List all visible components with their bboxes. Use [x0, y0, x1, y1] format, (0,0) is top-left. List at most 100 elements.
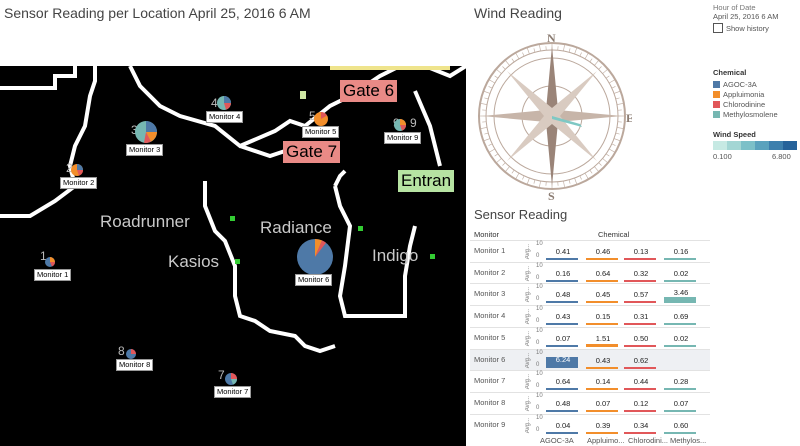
sensor-value: 0.14 — [595, 377, 611, 387]
sensor-bar[interactable] — [546, 323, 578, 326]
sensor-bar[interactable] — [664, 388, 696, 391]
sensor-value: 0.02 — [673, 333, 689, 343]
legend-swatch — [713, 100, 720, 108]
monitor-1-pie[interactable] — [44, 256, 56, 268]
sensor-value: 0.07 — [673, 398, 689, 408]
sensor-bar[interactable] — [586, 388, 618, 391]
sensor-bar[interactable] — [664, 323, 696, 326]
axis-label: Avg... — [525, 374, 531, 390]
monitor-5-pie[interactable] — [313, 111, 329, 127]
sensor-bar[interactable] — [586, 344, 618, 347]
sensor-value: 0.69 — [673, 312, 689, 322]
compass-s: S — [548, 189, 555, 200]
sensor-bar[interactable] — [664, 258, 696, 260]
sensor-bar[interactable] — [624, 409, 656, 412]
sensor-value: 0.43 — [595, 355, 611, 365]
sensor-bar[interactable] — [664, 344, 696, 347]
monitor-7-pie[interactable] — [224, 372, 238, 386]
sensor-bar[interactable] — [586, 409, 618, 412]
sensor-bar[interactable] — [586, 431, 618, 434]
sensor-bar[interactable] — [586, 301, 618, 304]
sensor-bar[interactable] — [664, 431, 696, 434]
monitor-6-pie[interactable] — [296, 238, 334, 276]
axis-label: Avg... — [525, 244, 531, 260]
sensor-bar[interactable] — [586, 323, 618, 326]
col-chlorodinine: Chlorodini... — [628, 436, 669, 445]
sensor-bar[interactable] — [664, 279, 696, 282]
sensor-bar[interactable] — [624, 279, 656, 282]
monitor-3-pie[interactable] — [134, 120, 158, 144]
filter-value: April 25, 2016 6 AM — [713, 12, 779, 21]
legend-item[interactable]: Appluimonia — [713, 89, 778, 99]
sensor-value: 0.60 — [673, 420, 689, 430]
sensor-bar[interactable] — [664, 297, 696, 304]
sensor-bar[interactable] — [546, 357, 578, 369]
axis-tick: 0 — [536, 404, 540, 411]
axis-tick: 10 — [536, 284, 543, 291]
monitor-5-number: 5 — [309, 109, 316, 123]
sensor-bar[interactable] — [546, 409, 578, 412]
legend-item[interactable]: Methylosmolene — [713, 109, 778, 119]
monitor-1-label: Monitor 1 — [34, 269, 72, 281]
sensor-bar[interactable] — [546, 279, 578, 282]
sensor-bar[interactable] — [624, 301, 656, 304]
monitor-5-label: Monitor 5 — [302, 126, 340, 138]
show-history-checkbox[interactable] — [713, 23, 723, 33]
monitor-2-pie[interactable] — [70, 163, 84, 177]
sensor-value: 0.39 — [595, 420, 611, 430]
sensor-value: 0.16 — [673, 247, 689, 256]
monitor-8-number: 8 — [118, 344, 125, 358]
sensor-bar[interactable] — [546, 301, 578, 304]
sensor-value: 0.16 — [555, 268, 571, 278]
axis-label: Avg... — [525, 287, 531, 303]
sensor-bar[interactable] — [546, 258, 578, 260]
legend-swatch — [713, 110, 720, 118]
sensor-bar[interactable] — [546, 344, 578, 347]
show-history-toggle[interactable]: Show history — [713, 23, 769, 33]
sensor-bar[interactable] — [624, 388, 656, 391]
axis-tick: 10 — [536, 414, 543, 421]
sensor-bar[interactable] — [586, 258, 618, 260]
factory-map[interactable]: Gate 6 Gate 7 Entran Roadrunner Radiance… — [0, 66, 466, 446]
monitor-2-number: 2 — [66, 161, 73, 175]
monitor-8-pie[interactable] — [125, 348, 137, 360]
sensor-value: 0.44 — [633, 377, 649, 387]
sensor-value: 0.07 — [555, 333, 571, 343]
monitor-9-pie[interactable] — [393, 118, 407, 132]
col-agoc: AGOC-3A — [540, 436, 574, 445]
sensor-value: 0.34 — [633, 420, 649, 430]
sensor-row-label: Monitor 7 — [474, 376, 506, 386]
sensor-bar[interactable] — [624, 258, 656, 260]
monitor-4-number: 4 — [211, 96, 218, 110]
region-kasios: Kasios — [168, 252, 220, 271]
sensor-bar[interactable] — [624, 344, 656, 347]
sensor-bar[interactable] — [586, 279, 618, 282]
sensor-bar[interactable] — [546, 431, 578, 434]
legend-label: Chlorodinine — [723, 99, 766, 109]
sensor-value: 0.07 — [595, 398, 611, 408]
sensor-bar[interactable] — [624, 323, 656, 326]
wind-speed-max: 6.800 — [772, 152, 791, 161]
wind-title: Wind Reading — [474, 5, 562, 21]
sensor-row-label: Monitor 8 — [474, 397, 506, 407]
sensor-value: 0.15 — [595, 312, 611, 322]
legend-item[interactable]: AGOC-3A — [713, 79, 778, 89]
sensor-bar[interactable] — [624, 366, 656, 369]
sensor-bar[interactable] — [546, 388, 578, 391]
sensor-bar[interactable] — [664, 409, 696, 412]
legend-item[interactable]: Chlorodinine — [713, 99, 778, 109]
axis-label: Avg... — [525, 417, 531, 433]
wind-compass: N E S — [478, 31, 632, 200]
sensor-bar[interactable] — [586, 366, 618, 369]
monitor-4-pie[interactable] — [216, 95, 232, 111]
sensor-bar[interactable] — [624, 431, 656, 434]
